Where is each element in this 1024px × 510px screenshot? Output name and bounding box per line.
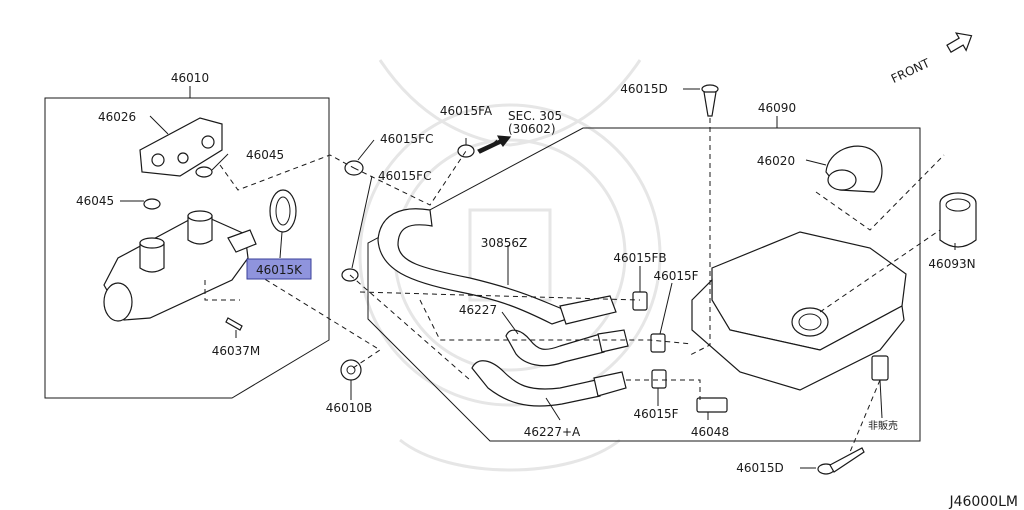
reservoir-tank bbox=[691, 231, 907, 391]
master-cylinder-body bbox=[103, 210, 257, 322]
screw-lower bbox=[817, 447, 865, 475]
assembly-dashed-lines bbox=[204, 118, 945, 453]
label-not-for-sale: 非販売 bbox=[868, 419, 898, 432]
watermark-emblem bbox=[358, 59, 662, 472]
label-46015FC-lower: 46015FC bbox=[378, 169, 431, 183]
bracket-not-for-sale bbox=[871, 355, 889, 381]
section-ref-line1: SEC. 305 bbox=[508, 109, 562, 123]
section-ref-line2: (30602) bbox=[508, 122, 556, 136]
label-46026: 46026 bbox=[98, 110, 136, 124]
grommet-left bbox=[143, 198, 161, 210]
label-46010: 46010 bbox=[171, 71, 209, 85]
label-46093N: 46093N bbox=[928, 257, 975, 271]
o-ring bbox=[269, 189, 297, 233]
label-46020: 46020 bbox=[757, 154, 795, 168]
roll-pin bbox=[225, 317, 243, 331]
label-46227: 46227 bbox=[459, 303, 497, 317]
hose-clip-lower bbox=[651, 369, 667, 389]
diagram-code: J46000LM bbox=[948, 494, 1018, 510]
reservoir-hose-middle bbox=[505, 329, 629, 367]
grommet-right bbox=[195, 166, 213, 178]
label-46037M: 46037M bbox=[212, 344, 261, 358]
hose-clip-upper bbox=[632, 291, 648, 311]
label-46045-right: 46045 bbox=[246, 148, 284, 162]
label-46015K: 46015K bbox=[256, 263, 303, 277]
label-46015F-lower: 46015F bbox=[633, 407, 678, 421]
label-46045-left: 46045 bbox=[76, 194, 114, 208]
label-46015D-lower: 46015D bbox=[736, 461, 783, 475]
screw-upper bbox=[701, 84, 719, 117]
reservoir-hose-lower bbox=[471, 360, 627, 407]
label-46010B: 46010B bbox=[326, 401, 372, 415]
reservoir-hose-upper bbox=[377, 208, 617, 325]
hose-clamp-sec bbox=[457, 144, 475, 158]
highlight-box-46015K bbox=[246, 258, 312, 280]
label-46090: 46090 bbox=[758, 101, 796, 115]
label-46048: 46048 bbox=[691, 425, 729, 439]
label-46015FB: 46015FB bbox=[613, 251, 666, 265]
cylinder-cap-adapter bbox=[139, 117, 223, 177]
section-reference-arrow bbox=[477, 135, 512, 154]
reservoir-group-box bbox=[367, 127, 921, 442]
flange-nut bbox=[340, 359, 362, 381]
label-46015D-upper: 46015D bbox=[620, 82, 667, 96]
label-46015FA: 46015FA bbox=[440, 104, 493, 118]
sensor-connector bbox=[696, 397, 728, 413]
hose-clip-middle bbox=[650, 333, 666, 353]
label-30856Z: 30856Z bbox=[481, 236, 527, 250]
label-46015F-upper: 46015F bbox=[653, 269, 698, 283]
front-direction-arrow-icon bbox=[946, 32, 973, 53]
label-46015FC-upper: 46015FC bbox=[380, 132, 433, 146]
label-46227A: 46227+A bbox=[524, 425, 581, 439]
reservoir-cap bbox=[825, 145, 883, 193]
part-labels: 46010 46026 46045 46045 46015K 46037M 46… bbox=[76, 56, 1018, 510]
master-cylinder-group-box bbox=[44, 97, 330, 399]
reservoir-strainer bbox=[939, 192, 977, 248]
label-front: FRONT bbox=[889, 56, 933, 86]
